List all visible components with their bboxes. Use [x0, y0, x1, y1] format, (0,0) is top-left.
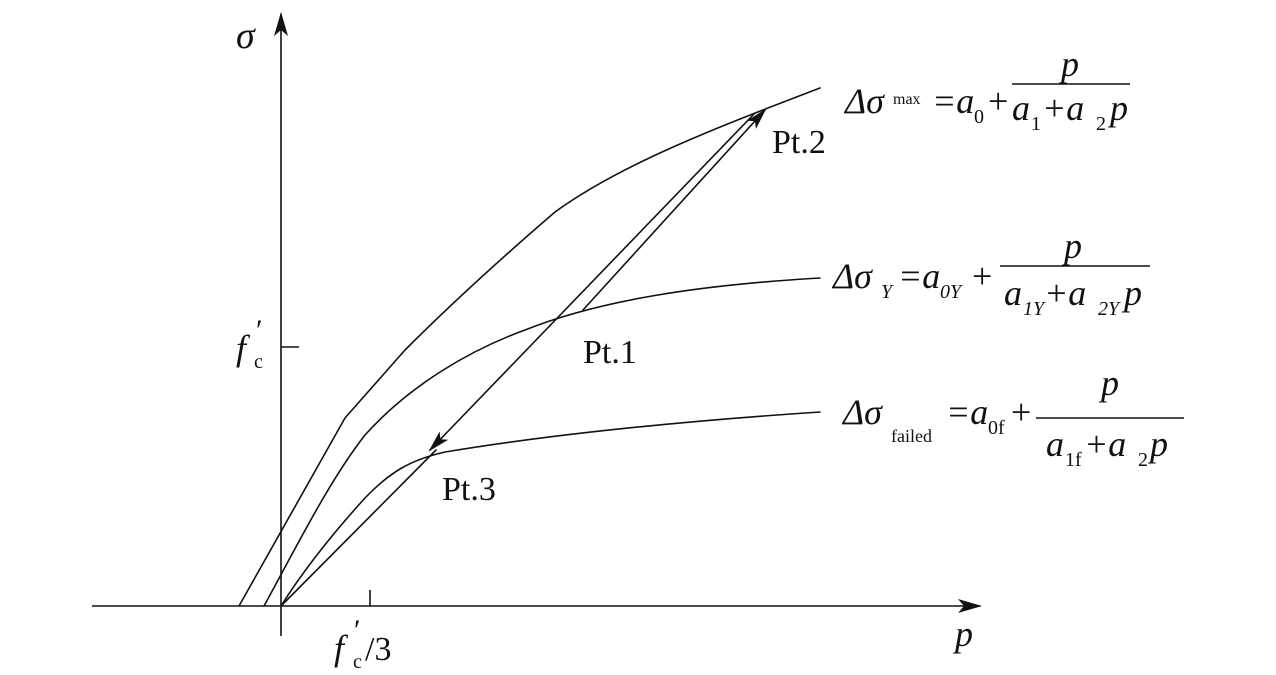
- initial-elastic-line: [280, 449, 437, 607]
- svg-text:1f: 1f: [1065, 449, 1082, 471]
- svg-text:Y: Y: [881, 281, 894, 303]
- svg-text:Δσ: Δσ: [831, 256, 873, 296]
- pt3-label: Pt.3: [442, 471, 496, 508]
- svg-text:f: f: [334, 628, 349, 668]
- svg-text:1: 1: [1031, 113, 1041, 135]
- pt2-label: Pt.2: [772, 124, 826, 161]
- svg-text:c: c: [353, 651, 362, 673]
- svg-text:+a: +a: [1044, 273, 1086, 313]
- svg-text:+a: +a: [1084, 424, 1126, 464]
- x-axis-label: p: [952, 614, 973, 654]
- svg-text:0f: 0f: [988, 417, 1005, 439]
- svg-text:=a: =a: [946, 392, 988, 432]
- svg-text:′: ′: [354, 614, 361, 647]
- svg-text:0Y: 0Y: [940, 281, 963, 303]
- svg-text:max: max: [893, 91, 921, 108]
- equation-failed: Δσ failed =a 0f + p a 1f +a 2 p: [841, 363, 1184, 471]
- svg-text:f: f: [236, 328, 251, 368]
- svg-text:p: p: [1058, 44, 1079, 84]
- svg-text:+: +: [988, 81, 1008, 121]
- svg-text:=a: =a: [898, 256, 940, 296]
- svg-text:+a: +a: [1042, 88, 1084, 128]
- svg-text:0: 0: [974, 106, 984, 128]
- path-arrow-pt1-to-pt2: [582, 108, 767, 311]
- svg-text:2: 2: [1138, 449, 1148, 471]
- svg-text:a: a: [1012, 88, 1030, 128]
- svg-text:2: 2: [1096, 113, 1106, 135]
- svg-text:p: p: [1098, 363, 1119, 403]
- svg-text:a: a: [1004, 273, 1022, 313]
- svg-text:/3: /3: [365, 631, 391, 668]
- equation-yield: Δσ Y =a 0Y + p a 1Y +a 2Y p: [831, 226, 1150, 320]
- yield-strength-curve: [263, 277, 821, 607]
- svg-text:p: p: [1147, 424, 1168, 464]
- max-strength-curve: [238, 87, 821, 607]
- y-tick-label: f ′ c: [236, 314, 263, 373]
- svg-text:a: a: [1046, 424, 1064, 464]
- equation-max: Δσ max =a 0 + p a 1 +a 2 p: [843, 44, 1130, 135]
- svg-text:failed: failed: [891, 426, 932, 446]
- y-axis-label: σ: [236, 15, 256, 57]
- path-arrow-pt2-to-pt3: [428, 113, 755, 452]
- svg-text:1Y: 1Y: [1023, 298, 1046, 320]
- svg-text:2Y: 2Y: [1098, 298, 1121, 320]
- svg-text:=a: =a: [932, 81, 974, 121]
- residual-strength-curve: [280, 411, 821, 607]
- svg-text:p: p: [1121, 273, 1142, 313]
- svg-text:+: +: [972, 256, 992, 296]
- svg-text:c: c: [254, 351, 263, 373]
- svg-text:Δσ: Δσ: [843, 81, 885, 121]
- pt1-label: Pt.1: [583, 334, 637, 371]
- x-tick-label: f ′ c /3: [334, 614, 391, 673]
- svg-text:+: +: [1011, 392, 1031, 432]
- svg-text:p: p: [1061, 226, 1082, 266]
- svg-text:Δσ: Δσ: [841, 392, 883, 432]
- svg-text:′: ′: [256, 314, 263, 347]
- svg-text:p: p: [1107, 88, 1128, 128]
